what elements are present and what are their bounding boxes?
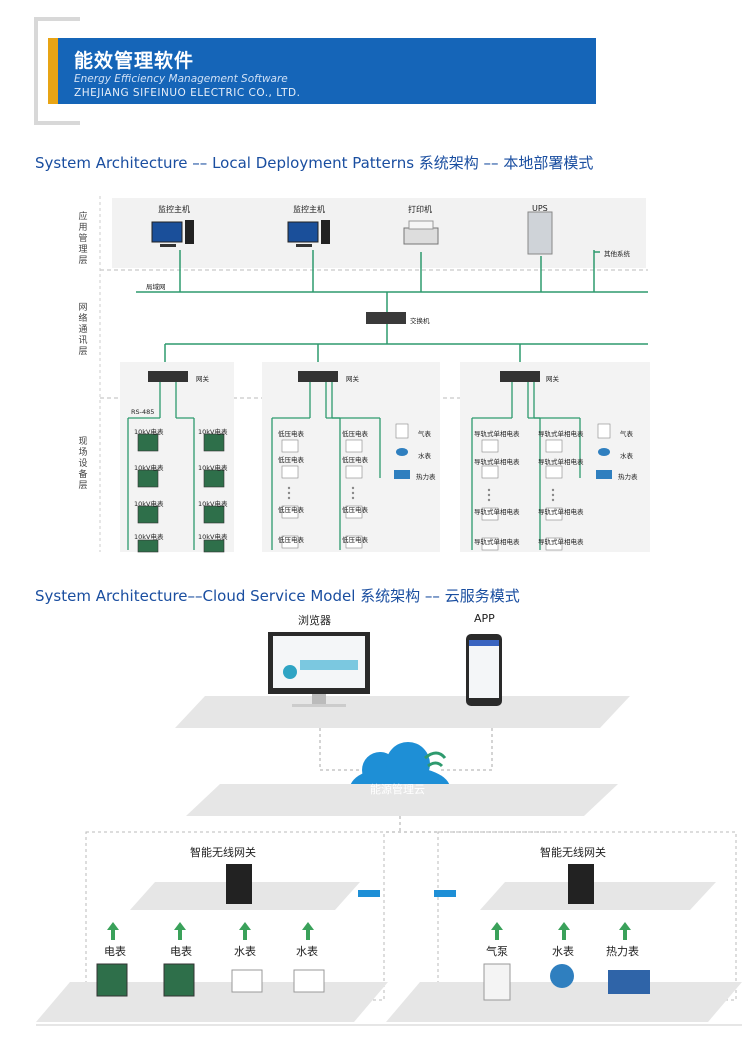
water-meter-icon bbox=[550, 964, 574, 988]
layer-label-app: 应用管理层 bbox=[78, 212, 88, 266]
water-meter-label: 水表 bbox=[418, 452, 431, 460]
gateway-label: 网关 bbox=[546, 375, 559, 383]
monitor-icon bbox=[287, 221, 319, 243]
meter-label: 导轨式单相电表 bbox=[538, 458, 584, 466]
gateway-label: 网关 bbox=[346, 375, 359, 383]
electric-meter-icon bbox=[96, 963, 128, 997]
device-label: 监控主机 bbox=[293, 205, 325, 214]
company-name: ZHEJIANG SIFEINUO ELECTRIC CO., LTD. bbox=[74, 87, 301, 99]
app-label: APP bbox=[474, 612, 495, 625]
gateway-icon bbox=[298, 371, 338, 382]
printer-icon bbox=[403, 227, 439, 245]
device-label: 监控主机 bbox=[158, 205, 190, 214]
header-subtitle: Energy Efficiency Management Software bbox=[74, 73, 288, 85]
ups-icon bbox=[527, 211, 553, 255]
link-indicator bbox=[434, 890, 456, 897]
device-label: UPS bbox=[532, 204, 548, 213]
meter-label: 导轨式单相电表 bbox=[474, 430, 520, 438]
water-meter-label: 水表 bbox=[620, 452, 633, 460]
arrow-up-icon bbox=[107, 922, 631, 940]
local-section-title: System Architecture –– Local Deployment … bbox=[35, 154, 594, 172]
meter-label: 10kV电表 bbox=[134, 533, 164, 541]
device-label: 水表 bbox=[234, 945, 256, 958]
meter-label: 导轨式单相电表 bbox=[538, 430, 584, 438]
device-label: 水表 bbox=[552, 945, 574, 958]
device-label: 打印机 bbox=[408, 205, 432, 214]
meter-label: 低压电表 bbox=[278, 430, 304, 438]
meter-label: 10kV电表 bbox=[134, 464, 164, 472]
meter-label: 导轨式单相电表 bbox=[538, 508, 584, 516]
meter-label: 低压电表 bbox=[342, 456, 368, 464]
meter-label: 低压电表 bbox=[278, 456, 304, 464]
meter-label: 10kV电表 bbox=[198, 464, 228, 472]
header-title: 能效管理软件 bbox=[74, 50, 195, 72]
cloud-name: 能源管理云 bbox=[370, 783, 425, 796]
gas-meter-label: 气表 bbox=[418, 430, 431, 438]
water-meter-icon bbox=[293, 969, 325, 993]
meter-label: 10kV电表 bbox=[198, 500, 228, 508]
meter-label: 导轨式单相电表 bbox=[474, 508, 520, 516]
meter-label: 导轨式单相电表 bbox=[538, 538, 584, 546]
meter-label: 10kV电表 bbox=[134, 500, 164, 508]
meter-label: 10kV电表 bbox=[134, 428, 164, 436]
header-banner bbox=[52, 38, 596, 104]
meter-label: 低压电表 bbox=[342, 536, 368, 544]
meter-label: 低压电表 bbox=[278, 506, 304, 514]
link-indicator bbox=[358, 890, 380, 897]
meter-label: 导轨式单相电表 bbox=[474, 538, 520, 546]
gas-meter-label: 气表 bbox=[620, 430, 633, 438]
device-label: 水表 bbox=[296, 945, 318, 958]
gateway-label: 网关 bbox=[196, 375, 209, 383]
wifi-icon bbox=[424, 751, 447, 760]
meter-label: 10kV电表 bbox=[198, 428, 228, 436]
browser-label: 浏览器 bbox=[298, 614, 331, 627]
meter-label: 导轨式单相电表 bbox=[474, 458, 520, 466]
switch-icon bbox=[366, 312, 406, 324]
heat-meter-label: 热力表 bbox=[618, 473, 638, 481]
local-architecture-diagram bbox=[99, 196, 650, 553]
lan-label: 局域网 bbox=[146, 283, 166, 291]
heat-meter-icon bbox=[608, 970, 650, 994]
heat-meter-label: 热力表 bbox=[416, 473, 436, 481]
meter-label: 10kV电表 bbox=[198, 533, 228, 541]
electric-meter-icon bbox=[163, 963, 195, 997]
gateway-icon bbox=[500, 371, 540, 382]
meter-label: 低压电表 bbox=[278, 536, 304, 544]
water-meter-icon bbox=[231, 969, 263, 993]
layer-label-network: 网络通讯层 bbox=[78, 303, 88, 357]
monitor-icon bbox=[151, 221, 183, 243]
wireless-gateway-label: 智能无线网关 bbox=[540, 846, 606, 859]
meter-label: 低压电表 bbox=[342, 506, 368, 514]
device-label: 电表 bbox=[170, 945, 192, 958]
device-label: 电表 bbox=[104, 945, 126, 958]
rs485-label: RS-485 bbox=[131, 408, 155, 416]
wireless-gateway-label: 智能无线网关 bbox=[190, 846, 256, 859]
cloud-section-title: System Architecture––Cloud Service Model… bbox=[35, 587, 520, 605]
cloud-architecture-diagram bbox=[36, 632, 742, 1026]
header-frame bbox=[34, 17, 80, 125]
header-accent bbox=[48, 38, 58, 104]
device-label: 热力表 bbox=[606, 945, 639, 958]
meter-label: 低压电表 bbox=[342, 430, 368, 438]
gas-meter-icon bbox=[483, 963, 511, 1001]
gateway-icon bbox=[148, 371, 188, 382]
device-label: 气泵 bbox=[486, 945, 508, 958]
layer-label-field: 现场设备层 bbox=[78, 437, 88, 491]
other-systems-label: 其他系统 bbox=[604, 250, 630, 258]
wireless-gateway-icon bbox=[568, 864, 594, 904]
switch-label: 交换机 bbox=[410, 317, 430, 325]
wireless-gateway-icon bbox=[226, 864, 252, 904]
